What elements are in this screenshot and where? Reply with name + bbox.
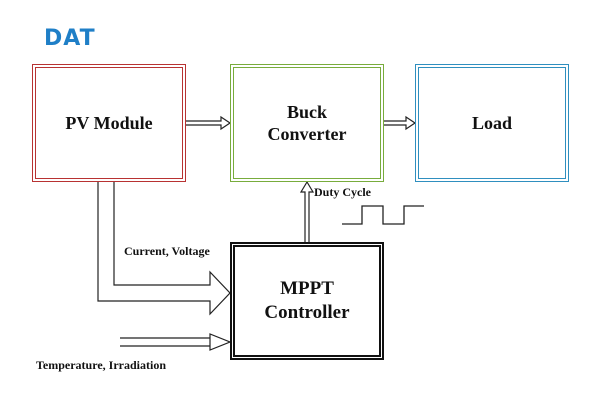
temperature-irradiation-label: Temperature, Irradiation: [36, 358, 166, 372]
dat-logo: DAT: [44, 26, 96, 51]
mppt-controller-block: MPPT Controller: [230, 242, 384, 360]
buck-to-load-arrow: [384, 115, 417, 131]
pwm-waveform-icon: [342, 205, 424, 225]
mppt-controller-label: MPPT Controller: [264, 278, 350, 323]
current-voltage-label: Current, Voltage: [124, 244, 210, 258]
buck-converter-block: Buck Converter: [230, 64, 384, 182]
duty-cycle-label: Duty Cycle: [314, 185, 371, 199]
duty-cycle-arrow: [299, 180, 315, 242]
load-block: Load: [415, 64, 569, 182]
load-label: Load: [471, 112, 513, 133]
pv-module-label: PV Module: [65, 112, 153, 133]
pv-to-buck-arrow: [186, 115, 232, 131]
buck-converter-label: Buck Converter: [267, 101, 347, 145]
pv-module-block: PV Module: [32, 64, 186, 182]
temperature-irradiation-arrow: [120, 333, 232, 351]
